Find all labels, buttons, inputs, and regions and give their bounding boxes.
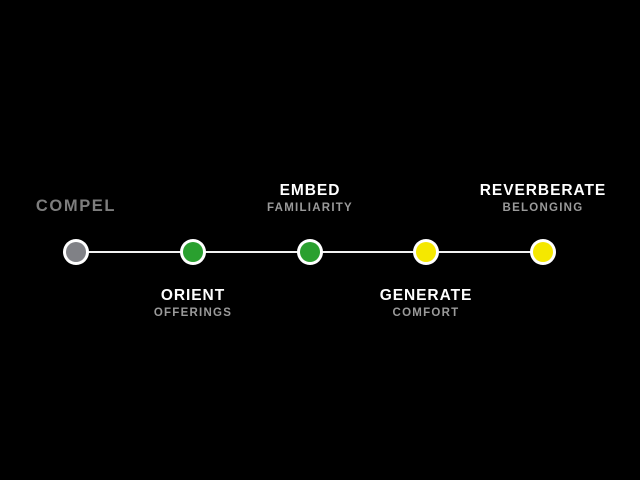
timeline-node-embed[interactable] xyxy=(297,239,323,265)
timeline-node-reverberate[interactable] xyxy=(530,239,556,265)
timeline-label-embed: EMBED FAMILIARITY xyxy=(160,181,460,216)
node-title-orient: ORIENT xyxy=(160,287,226,304)
node-title-generate: GENERATE xyxy=(379,287,473,304)
node-core-generate xyxy=(416,242,436,262)
node-subtitle-reverberate: BELONGING xyxy=(502,202,584,214)
node-subtitle-generate: COMFORT xyxy=(392,307,460,319)
timeline-label-generate: GENERATE COMFORT xyxy=(276,286,576,321)
node-core-embed xyxy=(300,242,320,262)
node-title-embed: EMBED xyxy=(279,182,341,199)
node-core-compel xyxy=(66,242,86,262)
node-title-compel: COMPEL xyxy=(35,197,117,215)
timeline-label-orient: ORIENT OFFERINGS xyxy=(43,286,343,321)
timeline-label-reverberate: REVERBERATE BELONGING xyxy=(393,181,640,216)
node-title-reverberate: REVERBERATE xyxy=(479,182,607,199)
node-subtitle-orient: OFFERINGS xyxy=(153,307,233,319)
timeline-label-compel: COMPEL xyxy=(0,197,226,216)
timeline-node-orient[interactable] xyxy=(180,239,206,265)
timeline-node-generate[interactable] xyxy=(413,239,439,265)
timeline-node-compel[interactable] xyxy=(63,239,89,265)
node-core-reverberate xyxy=(533,242,553,262)
node-subtitle-embed: FAMILIARITY xyxy=(267,202,353,214)
node-core-orient xyxy=(183,242,203,262)
